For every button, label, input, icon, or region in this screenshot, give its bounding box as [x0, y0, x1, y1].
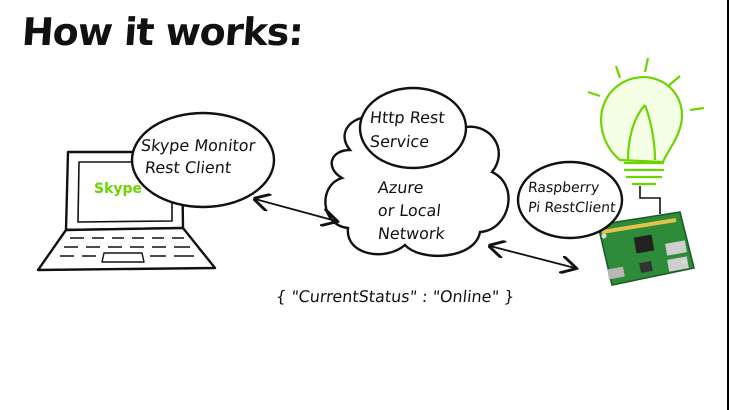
skype-screen-label: Skype: [94, 181, 143, 197]
rest-service-label-line2: Service: [369, 132, 431, 151]
raspberry-pi-board-icon: [597, 211, 695, 286]
json-payload: { "CurrentStatus" : "Online" }: [275, 287, 516, 306]
skype-client-label-line1: Skype Monitor: [140, 136, 257, 155]
raspberry-label-line2: Pi RestClient: [527, 200, 617, 216]
cloud-label-line1: Azure: [377, 178, 425, 197]
cloud-label-line2: or Local: [377, 201, 442, 220]
rest-service-label-line1: Http Rest: [369, 108, 446, 127]
cloud-pi-arrow: [490, 246, 575, 268]
skype-client-bubble: [130, 111, 276, 209]
diagram-title: How it works:: [20, 10, 305, 54]
skype-client-label-line2: Rest Client: [144, 158, 233, 177]
right-border-line: [727, 0, 729, 410]
laptop-cloud-arrow: [255, 199, 336, 221]
cloud-label-line3: Network: [377, 224, 446, 243]
bulb-wire: [639, 186, 661, 214]
rest-service-bubble: [358, 86, 468, 170]
light-bulb-icon: [587, 57, 705, 186]
raspberry-client-bubble: [516, 160, 624, 240]
raspberry-label-line1: Raspberry: [527, 180, 601, 196]
